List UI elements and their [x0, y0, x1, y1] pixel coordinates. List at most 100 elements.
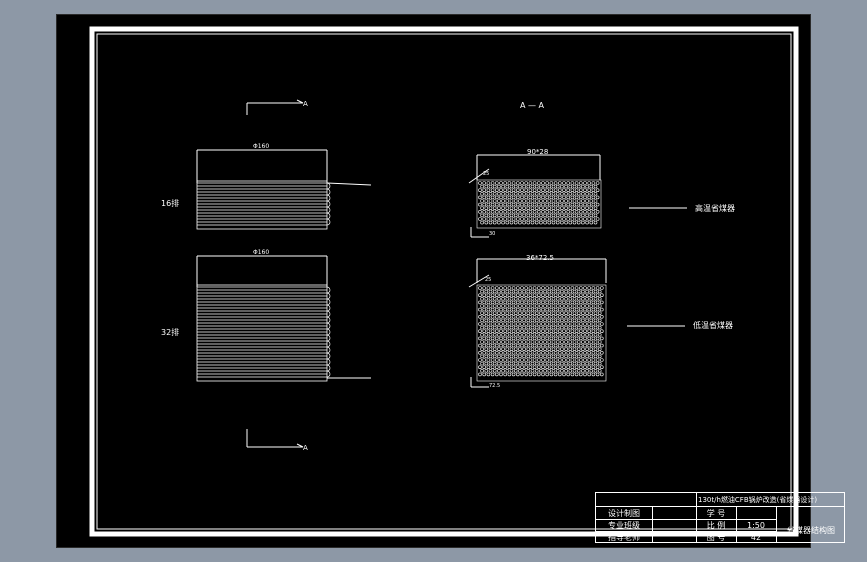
tube-cross-section: [490, 336, 495, 341]
tube-cross-section: [587, 210, 592, 214]
tube-cross-section: [530, 199, 535, 203]
tube-cross-section: [490, 314, 495, 319]
tube-cross-section: [572, 304, 577, 308]
tube-cross-section: [509, 213, 514, 218]
tube-cross-section: [539, 318, 543, 323]
tube-cross-section: [547, 340, 552, 344]
tube-cross-section: [576, 361, 581, 366]
tube-cross-section: [585, 332, 589, 337]
tube-cross-section: [551, 361, 556, 366]
tube-cross-section: [488, 318, 493, 323]
tube-cross-section: [501, 311, 505, 316]
tube-cross-section: [587, 293, 592, 298]
tube-cross-section: [522, 332, 526, 337]
tube-cross-section: [518, 325, 522, 330]
tube-cross-section: [539, 184, 543, 189]
tube-cross-section: [593, 192, 598, 196]
tube-cross-section: [511, 350, 516, 355]
tube-cross-section: [541, 293, 545, 298]
tube-cross-section: [505, 213, 510, 218]
tube-cross-section: [536, 365, 541, 370]
tube-cross-section: [568, 340, 573, 344]
tube-cross-section: [572, 347, 577, 352]
tube-cross-section: [522, 340, 526, 344]
tube-cross-section: [509, 192, 514, 196]
tube-cross-section: [513, 325, 518, 330]
tube-cross-section: [480, 184, 484, 189]
tube-cross-section: [497, 340, 501, 344]
tube-cross-section: [509, 296, 514, 301]
tube-cross-section: [497, 354, 501, 359]
tube-cross-section: [509, 347, 514, 352]
tube-cross-section: [547, 354, 552, 359]
tube-cross-section: [482, 314, 487, 319]
tube-cross-section: [564, 304, 568, 308]
tube-cross-section: [557, 195, 562, 200]
tube-cross-section: [513, 347, 518, 352]
tube-cross-section: [480, 325, 484, 330]
tube-cross-section: [488, 199, 493, 203]
tube-cross-section: [488, 347, 493, 352]
tube-cross-section: [564, 213, 568, 218]
tube-cross-section: [505, 184, 510, 189]
tube-cross-section: [557, 329, 562, 334]
tube-cross-section: [501, 289, 505, 294]
tube-cross-section: [574, 195, 579, 200]
tube-cross-section: [492, 354, 497, 359]
tube-cross-section: [486, 365, 491, 370]
tube-cross-section: [532, 300, 537, 305]
tube-cross-section: [530, 192, 535, 196]
tube-cross-section: [515, 358, 520, 362]
tube-cross-section: [564, 184, 568, 189]
tube-cross-section: [486, 217, 491, 221]
tube-cross-section: [587, 300, 592, 305]
tube-cross-section: [574, 336, 579, 341]
tube-cross-section: [507, 314, 512, 319]
tube-cross-section: [551, 347, 556, 352]
tube-cross-section: [501, 354, 505, 359]
tube-cross-section: [505, 192, 510, 196]
tube-cross-section: [541, 286, 545, 290]
tube-cross-section: [576, 318, 581, 323]
tube-cross-section: [488, 206, 493, 210]
tube-cross-section: [490, 365, 495, 370]
tube-cross-section: [532, 350, 537, 355]
tube-cross-section: [488, 311, 493, 316]
tube-cross-section: [480, 220, 484, 225]
tube-cross-section: [526, 289, 531, 294]
tube-cross-section: [536, 372, 541, 377]
tube-cross-section: [578, 314, 583, 319]
title-block-role: 设计制图: [608, 509, 640, 518]
tube-cross-section: [597, 340, 602, 344]
tube-cross-section: [494, 358, 499, 362]
tube-cross-section: [522, 220, 526, 225]
tube-cross-section: [526, 184, 531, 189]
tube-cross-section: [545, 336, 550, 341]
tube-cross-section: [583, 300, 587, 305]
tube-cross-section: [530, 213, 535, 218]
tube-cross-section: [480, 332, 484, 337]
tube-cross-section: [570, 188, 575, 192]
tube-cross-section: [524, 210, 529, 214]
tube-cross-section: [599, 322, 604, 326]
tube-cross-section: [503, 365, 508, 370]
tube-cross-section: [595, 217, 600, 221]
tube-cross-section: [553, 336, 558, 341]
tube-cross-section: [581, 311, 585, 316]
tube-cross-section: [513, 184, 518, 189]
tube-cross-section: [557, 217, 562, 221]
tube-cross-section: [486, 329, 491, 334]
tube-cross-section: [499, 322, 503, 326]
tube-cross-section: [522, 192, 526, 196]
tube-cross-section: [480, 361, 484, 366]
tube-cross-section: [549, 300, 554, 305]
tube-cross-section: [513, 296, 518, 301]
tube-cross-section: [553, 195, 558, 200]
tube-cross-section: [518, 354, 522, 359]
tube-cross-section: [568, 192, 573, 196]
tube-cross-section: [549, 286, 554, 290]
tube-cross-section: [520, 336, 524, 341]
tube-cross-section: [543, 340, 547, 344]
tube-cross-section: [522, 311, 526, 316]
tube-cross-section: [591, 322, 596, 326]
